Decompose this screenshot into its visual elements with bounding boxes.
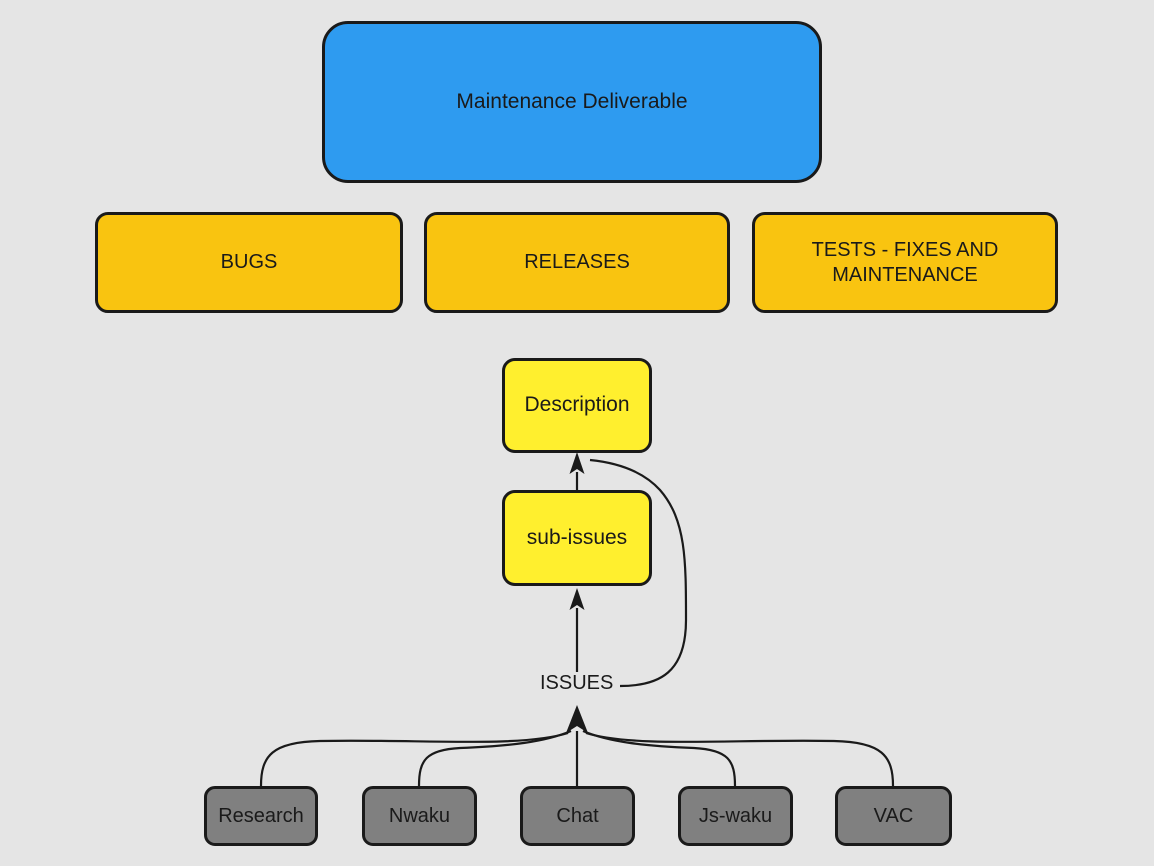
edge-subissues-to-description bbox=[569, 452, 585, 490]
node-source-chat[interactable]: Chat bbox=[520, 786, 635, 846]
node-source-js-waku[interactable]: Js-waku bbox=[678, 786, 793, 846]
edge-issues-to-description bbox=[589, 458, 688, 688]
node-description[interactable]: Description bbox=[502, 358, 652, 453]
node-source-nwaku[interactable]: Nwaku bbox=[362, 786, 477, 846]
node-source-vac[interactable]: VAC bbox=[835, 786, 952, 846]
edge-issues-to-subissues bbox=[569, 588, 585, 678]
edge-label-issues: ISSUES bbox=[537, 672, 617, 695]
node-sub-issues[interactable]: sub-issues bbox=[502, 490, 652, 586]
node-source-research[interactable]: Research bbox=[204, 786, 318, 846]
node-maintenance-deliverable[interactable]: Maintenance Deliverable bbox=[322, 21, 822, 183]
edge-sources-to-issues bbox=[259, 705, 895, 787]
node-phase-bugs[interactable]: BUGS bbox=[95, 212, 403, 313]
node-phase-tests-fixes-and-maintenance[interactable]: TESTS - FIXES AND MAINTENANCE bbox=[752, 212, 1058, 313]
node-phase-releases[interactable]: RELEASES bbox=[424, 212, 730, 313]
